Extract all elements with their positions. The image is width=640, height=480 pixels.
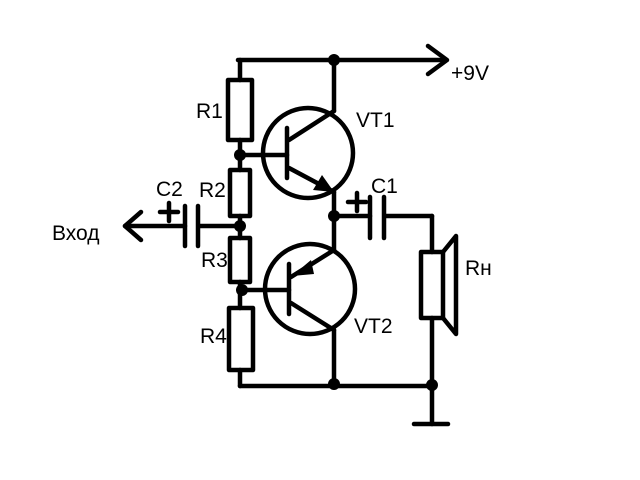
junction-vt2-collector <box>328 378 340 390</box>
junction-ground <box>426 379 438 391</box>
supply-voltage-label: +9V <box>451 62 489 85</box>
ground-rail <box>237 383 451 427</box>
c1-polarity-plus <box>345 190 369 214</box>
input-label: Вход <box>52 222 100 245</box>
r1-label: R1 <box>196 100 223 123</box>
capacitor-c2 <box>182 203 201 249</box>
resistor-r4 <box>226 305 256 373</box>
r2-label: R2 <box>199 179 226 202</box>
transistor-vt2 <box>239 241 358 389</box>
load-label: Rн <box>465 257 492 280</box>
c2-polarity-plus <box>157 200 181 224</box>
c1-label: C1 <box>371 175 398 198</box>
resistor-r2 <box>227 167 253 219</box>
vt1-label: VT1 <box>356 109 395 132</box>
resistor-r1 <box>225 77 255 143</box>
resistor-r3 <box>227 235 253 285</box>
r3-label: R3 <box>201 249 228 272</box>
input-wire <box>122 209 243 243</box>
capacitor-c1 <box>367 194 387 241</box>
speaker-load <box>418 233 459 337</box>
supply-rail <box>235 43 450 77</box>
output-wire <box>331 213 435 389</box>
r4-label: R4 <box>200 325 227 348</box>
vt2-label: VT2 <box>354 315 393 338</box>
c2-label: C2 <box>156 178 183 201</box>
